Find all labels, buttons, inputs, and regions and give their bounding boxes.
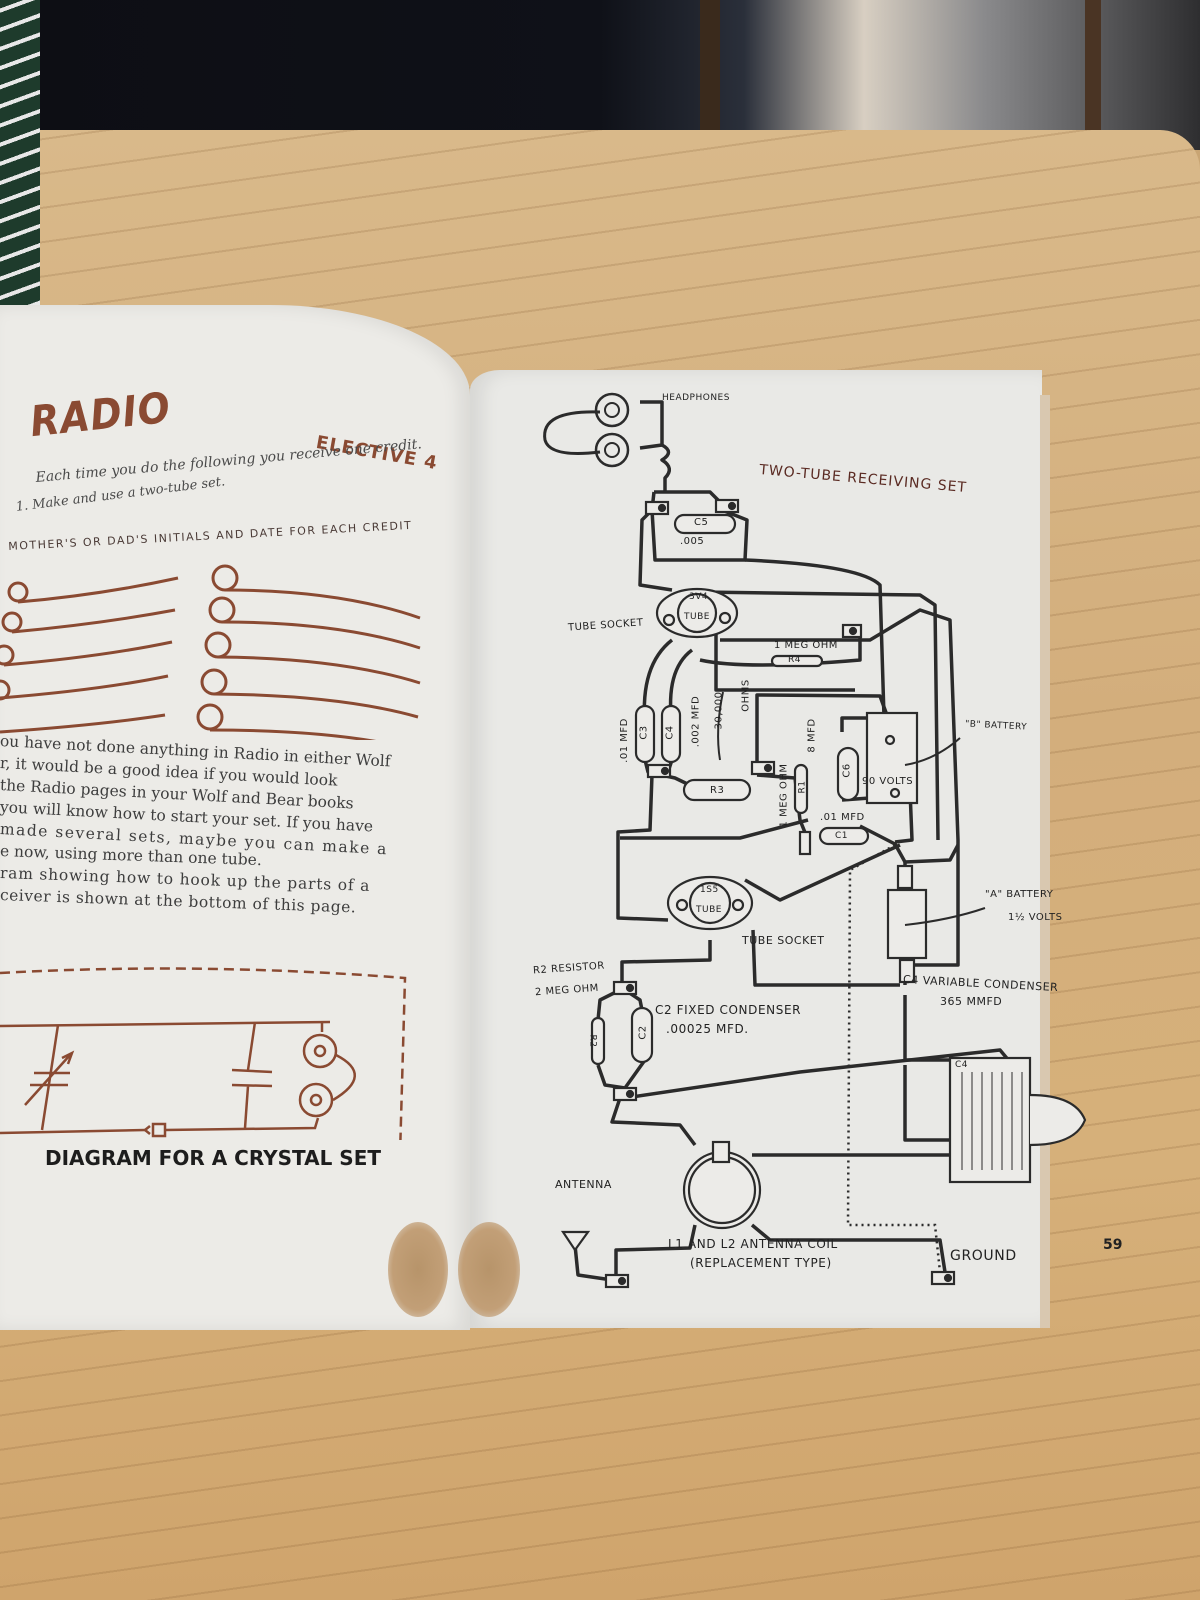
signoff-lines	[0, 564, 421, 740]
signoff-circle	[204, 631, 232, 659]
tube2-label: 1S5	[700, 885, 719, 895]
signoff-line	[0, 674, 169, 700]
chair-leg	[700, 0, 720, 150]
signoff-line	[224, 588, 421, 620]
signoff-circle	[196, 703, 224, 731]
tube1-word: TUBE	[684, 612, 710, 622]
c6-label: C6	[841, 763, 853, 778]
c5-value: .005	[680, 536, 705, 547]
ground-label: GROUND	[950, 1248, 1017, 1264]
r4-value: 1 MEG OHM	[774, 640, 838, 651]
signoff-line	[213, 692, 419, 719]
circuit-wire	[164, 1117, 320, 1132]
page-number: 59	[1103, 1237, 1123, 1253]
signoff-circle	[0, 679, 11, 701]
c1-label: C1	[835, 831, 849, 841]
r1-label: R1	[797, 780, 808, 794]
crystal-detector-icon	[151, 1122, 167, 1138]
signoff-line	[209, 728, 377, 740]
antenna-label: ANTENNA	[555, 1178, 612, 1191]
a-battery-volts: 1½ VOLTS	[1008, 912, 1063, 923]
chair-leg	[1085, 0, 1101, 160]
headband	[332, 1053, 356, 1102]
c1-value: .01 MFD	[820, 812, 865, 823]
tube1-label: 3V4	[689, 592, 709, 602]
c3-label: C3	[638, 725, 650, 740]
headphones-label: HEADPHONES	[662, 393, 730, 403]
r2-tag: R2	[587, 1034, 598, 1048]
a-battery-label: "A" BATTERY	[985, 889, 1054, 900]
background-dark-area	[0, 0, 1200, 150]
c4-variable-value: 365 MMFD	[940, 995, 1003, 1008]
c4-label: C4	[664, 725, 676, 740]
signoff-line	[17, 576, 179, 604]
body-paragraph: ou have not done anything in Radio in ei…	[0, 730, 420, 916]
signoff-circle	[211, 564, 239, 592]
signoff-line	[11, 608, 176, 634]
signoff-circle	[7, 581, 29, 603]
b-battery-volts: 90 VOLTS	[862, 776, 914, 787]
headphone-icon	[302, 1033, 338, 1069]
c2-value: .00025 MFD.	[666, 1022, 749, 1036]
left-page	[0, 305, 470, 1330]
c4-cap-tag: C4	[955, 1060, 969, 1070]
tube2-word: TUBE	[696, 905, 722, 915]
water-stain	[388, 1222, 448, 1317]
signoff-line	[217, 655, 421, 685]
signoff-circle	[208, 596, 236, 624]
circuit-wire	[0, 1020, 331, 1028]
r3-units: OHMS	[740, 679, 752, 712]
circuit-wire	[0, 1128, 146, 1135]
c6-value: 8 MFD	[806, 718, 818, 753]
variable-arrow-icon	[24, 1050, 75, 1106]
c5-label: C5	[694, 517, 709, 528]
water-stain	[458, 1222, 520, 1317]
signoff-circle	[0, 644, 15, 666]
signoff-line	[221, 620, 421, 650]
c2-tag: C2	[637, 1025, 649, 1040]
c3-value: .01 MFD	[618, 718, 630, 763]
crystal-set-diagram	[0, 967, 407, 1140]
coil-sublabel: (REPLACEMENT TYPE)	[690, 1256, 832, 1270]
signoff-circle	[200, 668, 228, 696]
diagram-caption: DIAGRAM FOR A CRYSTAL SET	[45, 1146, 382, 1170]
signoff-circle	[1, 611, 23, 633]
variable-capacitor-icon	[30, 1071, 70, 1087]
signoff-line	[0, 713, 166, 734]
c2-label: C2 FIXED CONDENSER	[655, 1003, 802, 1017]
c4-value: .002 MFD	[690, 695, 702, 748]
dashed-border	[0, 967, 407, 1140]
r1-value: 1 MEG OHM	[778, 763, 790, 828]
r4-label: R4	[788, 655, 801, 665]
coil-label: L1 AND L2 ANTENNA COIL	[668, 1237, 838, 1251]
headphone-icon	[298, 1082, 334, 1118]
page-edge	[1040, 395, 1050, 1328]
r3-label: R3	[710, 785, 725, 796]
r3-value: 30,000	[713, 691, 725, 730]
signoff-line	[3, 640, 173, 667]
tube-socket-label: TUBE SOCKET	[742, 934, 825, 947]
detector-arrow-icon	[144, 1125, 151, 1135]
fixed-capacitor-icon	[231, 1021, 273, 1129]
